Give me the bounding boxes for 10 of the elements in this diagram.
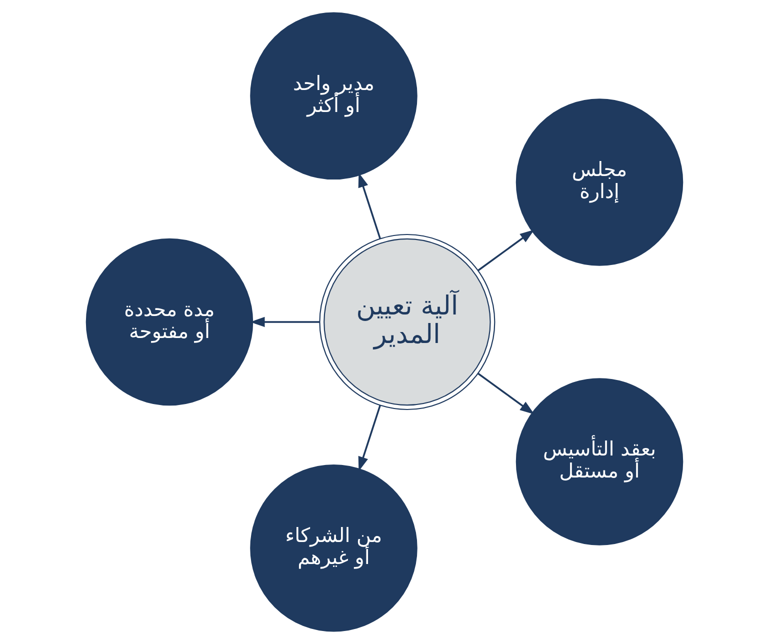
arrow (358, 172, 380, 240)
node-circle: آلية تعيين المدير (318, 234, 495, 410)
node-circle: بعقد التأسيس أو مستقل (515, 378, 683, 546)
node-circle: من الشركاء أو غيرهم (250, 464, 417, 632)
node-circle: مجلس إدارة (515, 98, 683, 266)
arrow (477, 230, 534, 272)
arrow (477, 372, 534, 414)
node-circle: مدير واحد أو أكثر (250, 12, 417, 180)
node-circle: مدة محددة أو مفتوحة (85, 238, 253, 406)
arrow (358, 404, 380, 472)
